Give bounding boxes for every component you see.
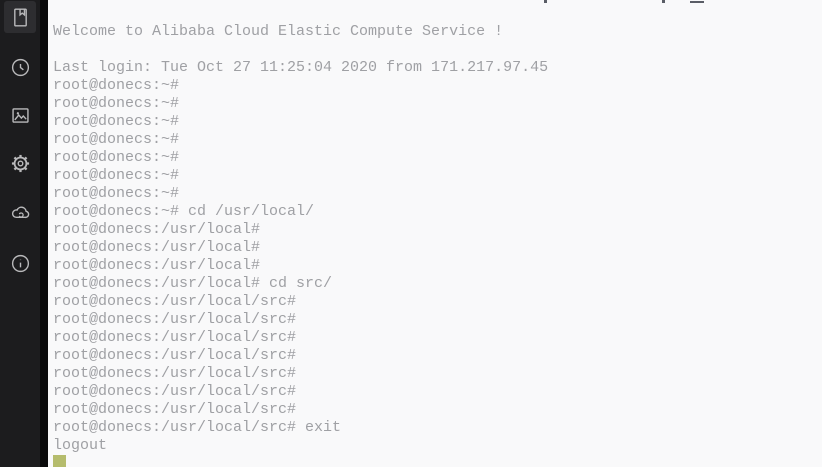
terminal-line: root@donecs:/usr/local/src# bbox=[53, 293, 297, 310]
cut-off-text-fragment bbox=[662, 0, 665, 3]
terminal-line: root@donecs:~# cd /usr/local/ bbox=[53, 203, 315, 220]
terminal-line: root@donecs:/usr/local# bbox=[53, 257, 261, 274]
sidebar-item-cloud-sync[interactable] bbox=[4, 196, 36, 228]
terminal-line: root@donecs:~# bbox=[53, 131, 180, 148]
info-icon bbox=[10, 253, 31, 274]
sidebar-item-settings[interactable] bbox=[4, 147, 36, 179]
cut-off-text-fragment bbox=[544, 0, 547, 3]
terminal-line bbox=[53, 41, 822, 59]
sidebar-divider bbox=[40, 0, 48, 467]
terminal-line: root@donecs:/usr/local/src# exit bbox=[53, 419, 342, 436]
cut-off-text-fragment bbox=[690, 1, 704, 3]
terminal-line: root@donecs:/usr/local/src# bbox=[53, 347, 297, 364]
terminal-line: root@donecs:~# bbox=[53, 167, 180, 184]
book-icon bbox=[10, 7, 31, 28]
terminal-line: root@donecs:~# bbox=[53, 77, 180, 94]
terminal-line: root@donecs:/usr/local/src# bbox=[53, 383, 297, 400]
terminal-line: root@donecs:/usr/local/src# bbox=[53, 365, 297, 382]
terminal-output[interactable]: Welcome to Alibaba Cloud Elastic Compute… bbox=[48, 0, 822, 467]
sidebar-item-history[interactable] bbox=[4, 51, 36, 83]
image-icon bbox=[10, 105, 31, 126]
terminal-line: root@donecs:/usr/local# cd src/ bbox=[53, 275, 333, 292]
terminal-line: root@donecs:~# bbox=[53, 95, 180, 112]
terminal-cursor bbox=[53, 455, 66, 467]
terminal-line: root@donecs:/usr/local/src# bbox=[53, 401, 297, 418]
terminal-line: root@donecs:/usr/local/src# bbox=[53, 311, 297, 328]
terminal-line: root@donecs:/usr/local# bbox=[53, 221, 261, 238]
icon-sidebar bbox=[0, 0, 40, 467]
terminal-line: root@donecs:~# bbox=[53, 113, 180, 130]
clock-icon bbox=[10, 57, 31, 78]
sidebar-item-snapshots[interactable] bbox=[4, 99, 36, 131]
sidebar-item-sessions[interactable] bbox=[4, 1, 36, 33]
cloud-sync-icon bbox=[10, 202, 31, 223]
terminal-line: root@donecs:/usr/local# bbox=[53, 239, 261, 256]
gear-icon bbox=[10, 153, 31, 174]
terminal-line: root@donecs:~# bbox=[53, 149, 180, 166]
terminal-line: Last login: Tue Oct 27 11:25:04 2020 fro… bbox=[53, 59, 549, 76]
sidebar-item-info[interactable] bbox=[4, 247, 36, 279]
terminal-line: root@donecs:/usr/local/src# bbox=[53, 329, 297, 346]
terminal-line: Welcome to Alibaba Cloud Elastic Compute… bbox=[53, 23, 504, 40]
terminal-line: logout bbox=[53, 437, 108, 454]
terminal-line: root@donecs:~# bbox=[53, 185, 180, 202]
